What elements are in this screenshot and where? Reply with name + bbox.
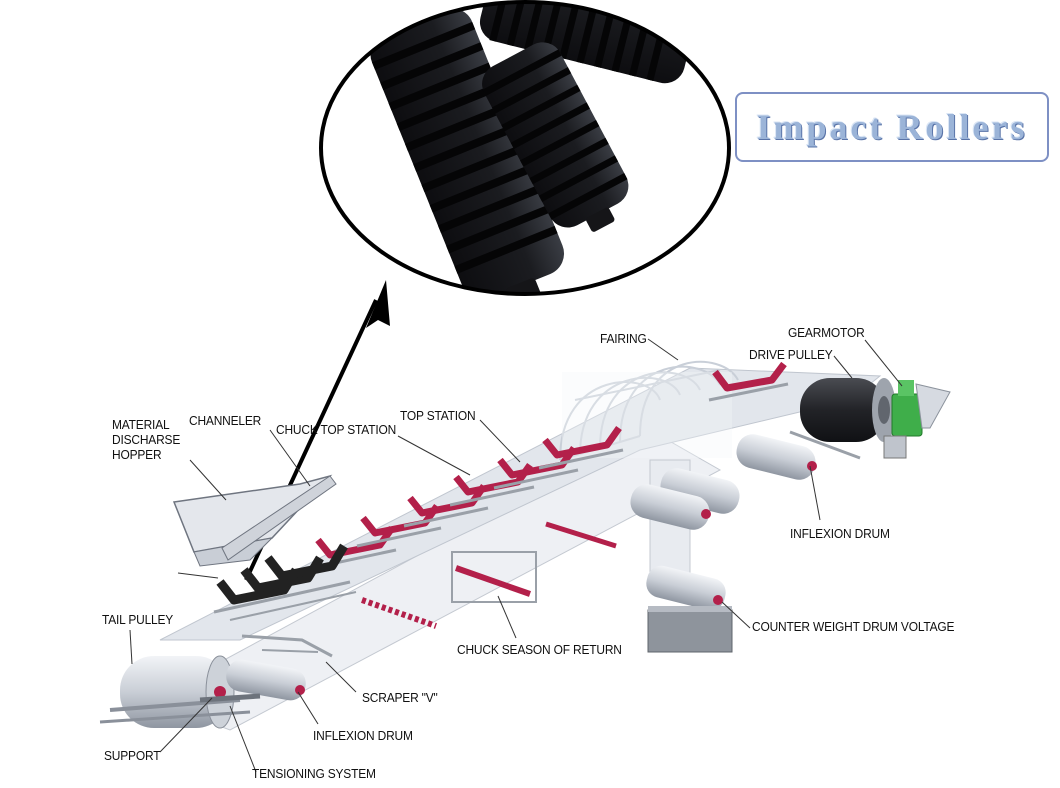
zoom-circle xyxy=(319,0,731,296)
label-drive-pulley: DRIVE PULLEY xyxy=(749,347,833,362)
impact-roller-front-large xyxy=(370,8,565,294)
label-channeler: CHANNELER xyxy=(189,413,262,428)
label-chuck-top-station: CHUCK TOP STATION xyxy=(276,422,397,437)
drive-pulley xyxy=(800,378,896,442)
label-tensioning-system: TENSIONING SYSTEM xyxy=(252,766,376,781)
inflexion-drums-right xyxy=(630,434,817,530)
label-tail-pulley: TAIL PULLEY xyxy=(102,612,174,627)
tensioning-support xyxy=(99,693,261,724)
label-fairing: FAIRING xyxy=(600,331,647,346)
label-material-discharge-hopper: MATERIAL DISCHARSE HOPPER xyxy=(112,417,181,462)
inflexion-drum-left xyxy=(226,659,306,701)
label-gearmotor: GEARMOTOR xyxy=(788,325,865,340)
scraper-v xyxy=(241,634,333,658)
label-chuck-season-return: CHUCK SEASON OF RETURN xyxy=(457,642,622,657)
counter-weight xyxy=(646,565,733,653)
label-support: SUPPORT xyxy=(104,748,161,763)
impact-roller-stations xyxy=(213,543,357,621)
label-scraper-v: SCRAPER "V" xyxy=(362,690,438,705)
impact-roller-front-small xyxy=(482,42,629,232)
label-inflexion-drum-left: INFLEXION DRUM xyxy=(313,728,413,743)
top-station-7 xyxy=(708,361,789,402)
top-station-5 xyxy=(493,445,579,490)
diagram-title: Impact Rollers xyxy=(756,107,1028,147)
top-station-6 xyxy=(538,425,624,470)
label-counter-weight: COUNTER WEIGHT DRUM VOLTAGE xyxy=(752,619,955,634)
label-top-station: TOP STATION xyxy=(400,408,476,423)
title-box: Impact Rollers xyxy=(735,92,1049,162)
top-stations xyxy=(311,361,789,570)
top-station-3 xyxy=(403,483,489,528)
label-inflexion-drum-right: INFLEXION DRUM xyxy=(790,526,890,541)
gearmotor xyxy=(883,380,951,459)
material-hopper xyxy=(172,474,337,567)
tail-pulley xyxy=(120,655,235,729)
leader-lines xyxy=(129,338,903,773)
fairing-hood xyxy=(559,360,739,461)
return-stations xyxy=(361,521,617,629)
